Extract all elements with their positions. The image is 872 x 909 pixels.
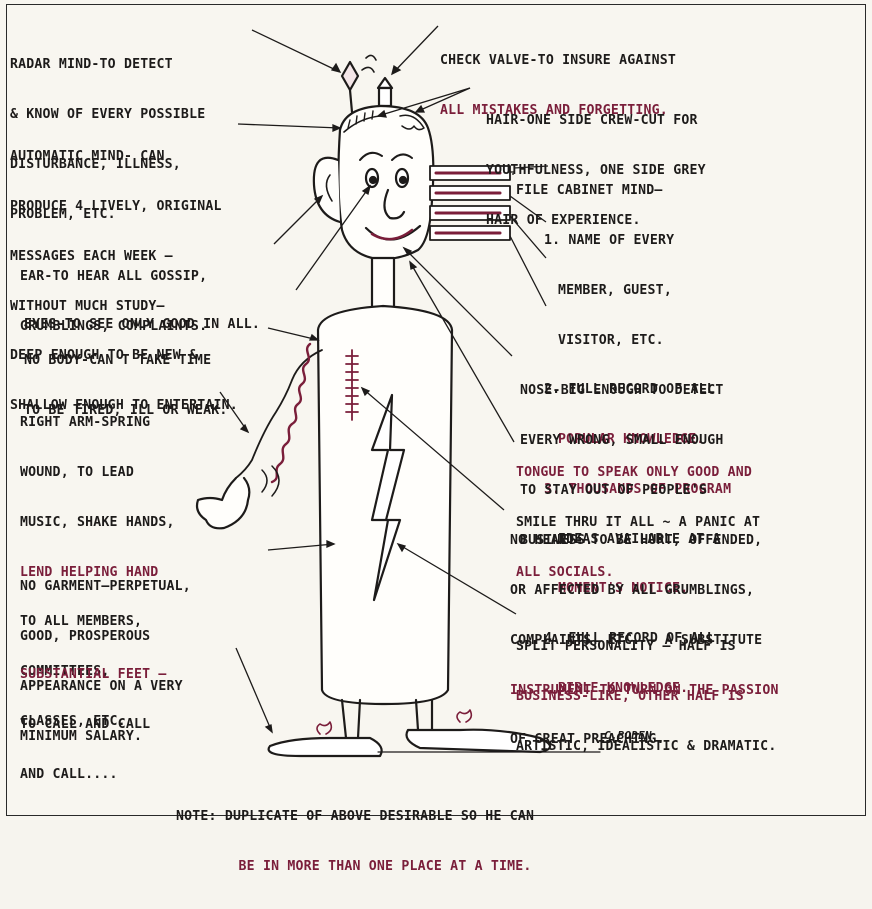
label-line: WOUND, TO LEAD [20,465,175,482]
radar-icon [342,62,358,90]
label-line: CHECK VALVE-TO INSURE AGAINST [440,53,676,70]
label-line: VISITOR, ETC. [516,333,731,350]
artist-signature: C.BODEN [604,728,652,745]
label-line: SUBSTANTIAL FEET — [20,667,167,684]
label-line: PRODUCE 4 LIVELY, ORIGINAL [10,199,238,216]
neck [372,258,394,310]
hand-icon [197,478,249,528]
label-line: RADAR MIND-TO DETECT [10,57,205,74]
label-line: OR AFFECTED BY ALL GRUMBLINGS, [510,583,779,600]
label-line: NOTE: DUPLICATE OF ABOVE DESIRABLE SO HE… [176,809,534,826]
label-line: 1. NAME OF EVERY [516,233,731,250]
label-line: RIGHT ARM-SPRING [20,415,175,432]
label-line: AND CALL.... [20,767,167,784]
illustration-page: RADAR MIND-TO DETECT & KNOW OF EVERY POS… [0,0,872,820]
label-split-personality: SPLIT PERSONALITY — HALF IS BUSINESS-LIK… [516,606,776,789]
label-substantial-feet: SUBSTANTIAL FEET — TO CALL AND CALL AND … [20,634,167,817]
label-line: TO CALL AND CALL [20,717,167,734]
label-line: SPLIT PERSONALITY — HALF IS [516,639,776,656]
label-line: NO HEART- TO BE HURT, OFFENDED, [510,533,779,550]
label-line: BE IN MORE THAN ONE PLACE AT A TIME. [176,859,534,876]
label-line: AUTOMATIC MIND- CAN [10,149,238,166]
label-line: MEMBER, GUEST, [516,283,731,300]
label-line: MUSIC, SHAKE HANDS, [20,515,175,532]
label-line: NOSE-BIG ENOUGH TO DETECT [520,383,724,400]
label-line: BUSINESS-LIKE, OTHER HALF IS [516,689,776,706]
left-foot-icon [269,738,382,756]
label-line: NO GARMENT—PERPETUAL, [20,579,191,596]
label-line: FILE CABINET MIND— [516,183,731,200]
check-valve-icon [378,78,392,88]
footer-note: NOTE: DUPLICATE OF ABOVE DESIRABLE SO HE… [176,776,534,909]
label-line: HAIR-ONE SIDE CREW-CUT FOR [486,113,706,130]
label-line: NO BODY-CAN'T TAKE TIME [24,353,228,370]
label-line: TONGUE TO SPEAK ONLY GOOD AND [516,465,760,482]
